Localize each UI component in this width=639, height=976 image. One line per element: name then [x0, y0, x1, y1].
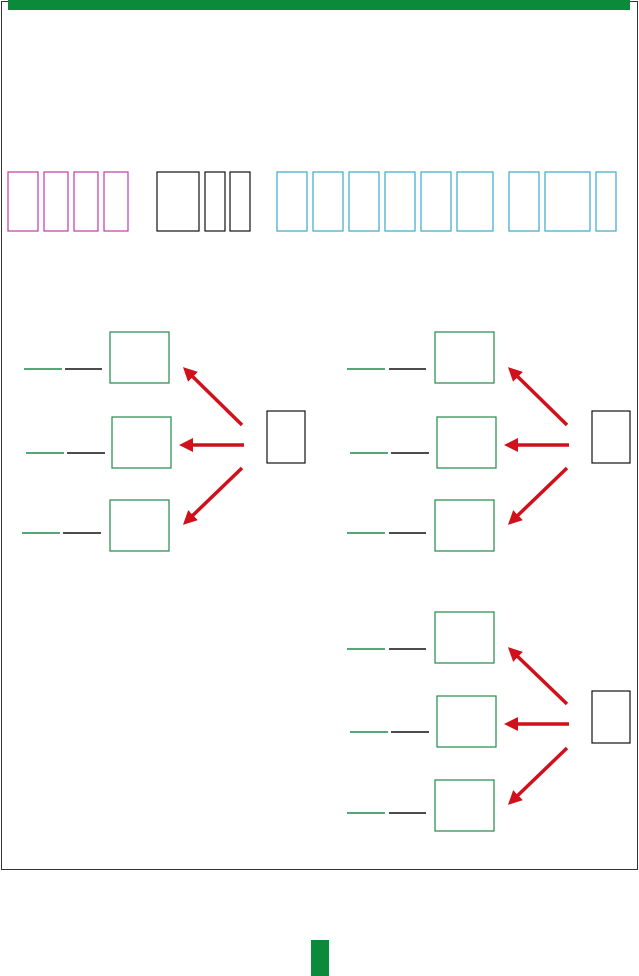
branch: [350, 695, 497, 748]
letter-box[interactable]: [276, 171, 308, 232]
answer-box[interactable]: [436, 416, 497, 469]
letter-box[interactable]: [204, 171, 226, 232]
letter-box[interactable]: [544, 171, 591, 232]
answer-box[interactable]: [434, 779, 495, 832]
letter-box[interactable]: [456, 171, 494, 232]
branch: [22, 499, 170, 552]
answer-box[interactable]: [111, 416, 172, 469]
letter-box[interactable]: [595, 171, 617, 232]
letter-box[interactable]: [508, 171, 540, 232]
answer-box[interactable]: [109, 499, 170, 552]
letter-box[interactable]: [103, 171, 129, 232]
branch: [347, 779, 495, 832]
root-box[interactable]: [591, 690, 631, 744]
arrow-left-icon: [508, 367, 569, 427]
tree-top-left: [22, 331, 306, 552]
tree-bottom-right: [347, 611, 631, 832]
arrow-left-icon: [507, 746, 569, 805]
branch: [350, 416, 497, 469]
answer-box[interactable]: [434, 611, 495, 664]
black-boxes: [156, 171, 251, 232]
cyan-boxes-b: [508, 171, 617, 232]
arrows: [504, 647, 569, 805]
arrows: [504, 367, 569, 525]
letter-box[interactable]: [156, 171, 200, 232]
answer-box[interactable]: [434, 499, 495, 552]
branch: [347, 611, 495, 664]
letter-box[interactable]: [312, 171, 344, 232]
letter-box[interactable]: [348, 171, 380, 232]
arrow-left-icon: [182, 466, 244, 525]
answer-box[interactable]: [436, 695, 497, 748]
arrows: [179, 367, 244, 525]
letter-box[interactable]: [420, 171, 452, 232]
letter-box[interactable]: [384, 171, 416, 232]
branch: [347, 499, 495, 552]
answer-box[interactable]: [109, 331, 170, 384]
tree-top-right: [347, 331, 631, 552]
letter-box[interactable]: [7, 171, 39, 232]
arrow-left-icon: [507, 466, 569, 525]
branch: [26, 416, 172, 469]
arrow-left-icon: [183, 367, 244, 427]
root-box[interactable]: [266, 410, 306, 464]
letter-box[interactable]: [73, 171, 99, 232]
page-frame: [1, 1, 638, 870]
branch: [347, 331, 495, 384]
cyan-boxes-a: [276, 171, 494, 232]
letter-boxes-row: [7, 171, 617, 232]
branch: [24, 331, 170, 384]
magenta-boxes: [7, 171, 129, 232]
page-marker-icon: [311, 940, 329, 976]
letter-box[interactable]: [43, 171, 69, 232]
arrow-left-icon: [507, 647, 569, 706]
answer-box[interactable]: [434, 331, 495, 384]
letter-box[interactable]: [229, 171, 251, 232]
root-box[interactable]: [591, 410, 631, 464]
header-bar: [8, 0, 630, 10]
